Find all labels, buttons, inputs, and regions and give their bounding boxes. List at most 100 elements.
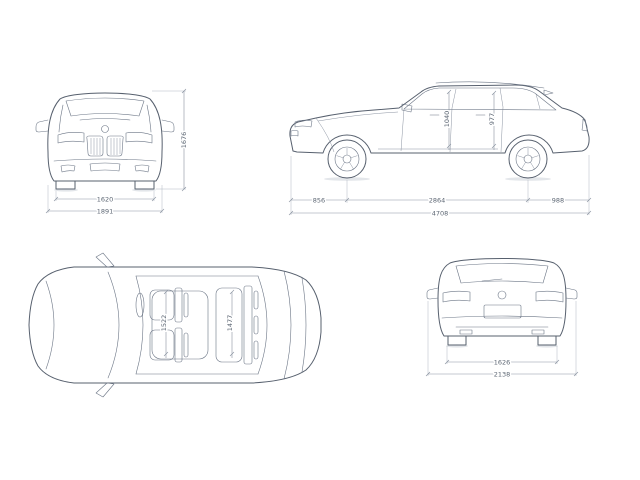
front-view: 1620 1891 1676: [35, 88, 190, 217]
side-ground-shadow: [324, 177, 370, 181]
rear-mirrors: [426, 287, 578, 300]
side-wheelbase-value: 2864: [429, 197, 446, 205]
rear-headrest: [253, 315, 259, 335]
top-dim-interior-width-front: 1522: [159, 289, 170, 358]
rear-window: [455, 263, 549, 284]
front-hood-creases: [58, 104, 152, 133]
rear-track-value: 1626: [494, 359, 511, 367]
seat-cushion: [149, 289, 175, 321]
rear-bumper-details: [441, 315, 563, 335]
dimension-line: [163, 289, 169, 358]
top-body-outline: [28, 266, 322, 384]
seat-back: [174, 327, 183, 363]
front-dim-track: 1620: [53, 191, 157, 205]
side-headroom-rear-value: 977: [488, 113, 496, 125]
rear-view: 1626 2138: [425, 258, 579, 380]
rear-wheels: [447, 335, 557, 346]
side-dim-headroom-front: 1040: [442, 89, 453, 150]
side-front-hub: [342, 154, 352, 164]
side-roof-rail: [435, 81, 545, 89]
seat-headrest: [183, 292, 189, 318]
extension-lines: [152, 90, 186, 190]
front-dim-overall-width: 1891: [45, 185, 165, 217]
side-rear-hub: [523, 154, 533, 164]
side-headroom-front-value: 1040: [443, 111, 451, 128]
side-body-outline: [289, 84, 590, 154]
side-mirror: [401, 103, 413, 113]
rear-dim-track: 1626: [444, 357, 560, 368]
side-length-value: 4708: [432, 210, 449, 218]
extension-lines: [47, 185, 163, 213]
top-steering-wheel: [135, 292, 145, 318]
front-height-value: 1676: [180, 132, 188, 149]
side-rear-wheel: [508, 139, 548, 179]
front-bumper-details: [53, 158, 157, 173]
rear-bench-back: [243, 285, 253, 365]
side-ground-shadow: [505, 177, 551, 181]
side-headlight-grille: [290, 119, 313, 137]
seat-back: [174, 287, 183, 323]
top-roof-edges: [135, 275, 259, 375]
front-width-value: 1891: [97, 208, 114, 216]
front-bmw-roundel-icon: [101, 125, 109, 133]
dimension-line: [229, 289, 235, 358]
side-rear-overhang-value: 988: [552, 197, 564, 205]
front-headlights: [57, 132, 153, 144]
side-greenhouse: [403, 87, 557, 111]
dimension-line: [288, 210, 592, 216]
rear-bmw-roundel-icon: [497, 290, 507, 300]
front-kidney-grille: [86, 135, 124, 157]
rear-extension-lines: [427, 301, 577, 376]
dimension-line: [53, 196, 157, 202]
side-dim-wheelbase: 2864: [347, 195, 531, 206]
front-wheels: [55, 180, 155, 190]
front-dim-height: 1676: [152, 88, 190, 192]
front-grille-slats: [90, 138, 121, 155]
dimension-line: [528, 197, 592, 203]
side-antenna-fin: [543, 89, 554, 96]
side-dim-front-overhang: 856: [288, 195, 350, 206]
front-body-outline: [47, 92, 163, 182]
rear-taillights: [442, 290, 564, 303]
top-interior-front-value: 1522: [160, 315, 168, 332]
seat-headrest: [183, 332, 189, 358]
side-front-overhang-value: 856: [313, 197, 325, 205]
rear-headrest: [253, 290, 259, 310]
top-view: 1522 1477: [28, 252, 322, 398]
rear-width-mirrors-value: 2138: [494, 371, 511, 379]
top-interior-rear-value: 1477: [226, 315, 234, 332]
side-window-pillars: [451, 87, 541, 110]
front-mirrors: [35, 119, 175, 133]
rear-dim-width-mirrors: 2138: [425, 369, 579, 380]
side-taillight: [581, 118, 588, 132]
side-front-wheel: [327, 139, 367, 179]
rear-bench-cushion: [215, 287, 243, 363]
front-track-value: 1620: [97, 196, 114, 204]
front-windshield: [65, 97, 145, 117]
side-front-rim: [334, 146, 360, 172]
dimension-line: [444, 359, 560, 365]
rear-license-plate: [483, 304, 522, 319]
side-dim-headroom-rear: 977: [487, 90, 498, 150]
dimension-line: [45, 208, 165, 214]
rear-wiper: [481, 278, 503, 282]
top-sunroof: [151, 290, 209, 360]
side-dim-rear-overhang: 988: [528, 195, 592, 206]
top-dim-interior-width-rear: 1477: [225, 289, 236, 358]
seat-cushion: [149, 329, 175, 361]
side-extension-lines: [290, 155, 590, 215]
rear-headrest: [253, 340, 259, 360]
dimension-line: [446, 89, 452, 150]
dimension-line: [181, 88, 187, 192]
side-view: 1040 977 856 2864 988 4708: [288, 81, 592, 219]
side-dim-overall-length: 4708: [288, 208, 592, 219]
top-mirrors: [95, 252, 115, 398]
dimension-line: [425, 371, 579, 377]
top-glass-lines: [45, 270, 307, 380]
side-hood-crease: [315, 111, 399, 153]
dimension-line: [491, 90, 497, 150]
side-wheel-spokes: [336, 148, 539, 170]
side-rear-rim: [515, 146, 541, 172]
